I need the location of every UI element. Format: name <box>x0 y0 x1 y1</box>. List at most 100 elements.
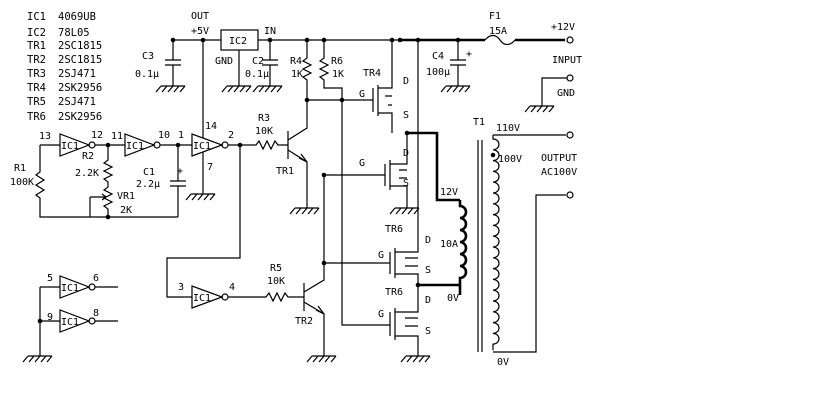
junction-dot <box>37 318 43 324</box>
transistor-arrow <box>298 153 308 163</box>
bom-part-tr5: 2SJ471 <box>58 96 96 108</box>
pin-3: 3 <box>178 282 184 293</box>
pin-11: 11 <box>111 131 123 142</box>
pin-12: 12 <box>91 130 103 141</box>
ground-icon <box>155 78 186 93</box>
bom-ref-ic1: IC1 <box>27 11 46 23</box>
junction-dot <box>389 37 395 43</box>
bom-part-tr3: 2SJ471 <box>58 68 96 80</box>
junction-dot <box>105 142 111 148</box>
capacitor-c2 <box>262 40 278 78</box>
ac100v-label: AC100V <box>541 167 577 178</box>
plus5v-label: +5V <box>191 26 209 37</box>
buffer-gate: IC1 1 14 2 7 R3 10K <box>166 40 288 298</box>
pin-5: 5 <box>47 273 53 284</box>
mosfet-stage: TR4 G D S G D S TR6 G D S TR6 G D S <box>359 37 431 352</box>
ground-icon <box>440 78 471 93</box>
wire <box>541 77 567 102</box>
vr1-label: VR1 <box>117 191 135 202</box>
c4-label: C4 <box>432 51 444 62</box>
ground-icon <box>185 190 216 201</box>
r4-label: R4 <box>290 56 302 67</box>
junction-dot <box>175 142 181 148</box>
junction-dot <box>321 172 327 178</box>
r6-value: 1K <box>332 69 344 80</box>
tr6-label: TR6 <box>385 224 403 235</box>
c4-value: 100μ <box>426 67 450 78</box>
c2-label: C2 <box>252 56 264 67</box>
junction-dot <box>415 37 421 43</box>
bom-part-tr4: 2SK2956 <box>58 82 102 94</box>
oscillator: IC1 13 12 IC1 11 10 R1 100K R2 2.2K VR1 … <box>10 130 192 220</box>
junction-dot <box>200 37 206 43</box>
mosfet-body <box>405 257 418 267</box>
tr4-label: TR4 <box>363 68 381 79</box>
gate-label: IC1 <box>193 141 211 152</box>
gate-label: IC1 <box>126 141 144 152</box>
r6-label: R6 <box>331 56 343 67</box>
c4-plus: + <box>466 49 472 60</box>
bom-part-ic2: 78L05 <box>58 27 90 39</box>
fuse-f1 <box>484 34 516 46</box>
junction-dot <box>397 37 403 43</box>
ground-icon <box>524 102 555 113</box>
resistor-r2 <box>102 145 114 187</box>
ic2-gnd-label: GND <box>215 56 233 67</box>
mosfet-tr6 <box>389 40 419 285</box>
junction-dot <box>237 142 243 148</box>
r2-value: 2.2K <box>75 168 99 179</box>
pin-8: 8 <box>93 308 99 319</box>
inverter-gate <box>191 285 224 309</box>
gnd-input-label: GND <box>557 88 575 99</box>
r3-label: R3 <box>258 113 270 124</box>
r5-label: R5 <box>270 263 282 274</box>
capacitor-c3 <box>165 40 181 78</box>
ground-icon <box>389 205 420 215</box>
terminal-0v <box>566 191 574 199</box>
bom-part-tr6: 2SK2956 <box>58 111 102 123</box>
tr6-label: TR6 <box>385 287 403 298</box>
drain-pin: D <box>425 235 431 246</box>
pin-14: 14 <box>205 121 217 132</box>
bom-ref-tr1: TR1 <box>27 40 46 52</box>
bom-ref-tr4: TR4 <box>27 82 46 94</box>
terminal-110v <box>566 131 574 139</box>
junction-dot <box>304 97 310 103</box>
primary-10a-label: 10A <box>440 239 458 250</box>
vr1-value: 2K <box>120 205 132 216</box>
capacitor-c4 <box>450 40 466 78</box>
tr1-label: TR1 <box>276 166 294 177</box>
ground-icon <box>289 205 320 215</box>
ic2-label: IC2 <box>229 36 247 47</box>
primary-12v-label: 12V <box>440 187 458 198</box>
transformer-t1: T1 12V 10A 0V 110V 100V 0V OUTPUT AC100V <box>407 117 577 368</box>
r1-label: R1 <box>14 163 26 174</box>
r3-value: 10K <box>255 126 273 137</box>
drain-pin: D <box>403 76 409 87</box>
c2-value: 0.1μ <box>245 69 269 80</box>
capacitor-c1 <box>170 145 186 217</box>
drain-pin: D <box>403 148 409 159</box>
wire <box>493 194 566 353</box>
c1-plus: + <box>177 166 183 177</box>
c3-value: 0.1μ <box>135 69 159 80</box>
junction-dot <box>267 37 273 43</box>
mosfet-tr4 <box>372 40 393 133</box>
junction-dot <box>321 260 327 266</box>
ground-icon <box>221 78 252 93</box>
tap-dot <box>490 152 496 158</box>
bom-part-ic1: 4069UB <box>58 11 96 23</box>
pin-2: 2 <box>228 130 234 141</box>
output-label: OUTPUT <box>541 153 577 164</box>
sec-0v-label: 0V <box>497 357 509 368</box>
gate-label: IC1 <box>61 317 79 328</box>
secondary-winding <box>492 135 500 351</box>
resistor-r1 <box>34 145 178 218</box>
out-label: OUT <box>191 11 209 22</box>
drain-pin: D <box>425 295 431 306</box>
source-pin: S <box>403 178 409 189</box>
bom-ref-tr5: TR5 <box>27 96 46 108</box>
junction-dot <box>170 37 176 43</box>
sec-110v-label: 110V <box>496 123 520 134</box>
pin-9: 9 <box>47 312 53 323</box>
